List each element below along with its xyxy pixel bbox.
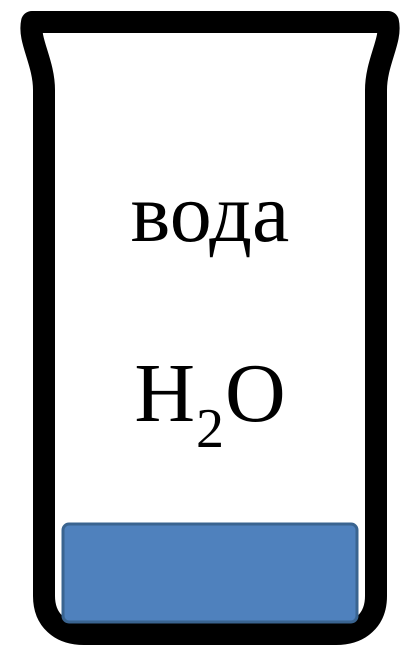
chemical-formula: H2O: [0, 352, 420, 458]
formula-element-o: O: [225, 347, 286, 440]
formula-element-h: H: [134, 347, 195, 440]
substance-name: вода: [130, 167, 290, 260]
beaker-outline: [20, 11, 400, 645]
formula-subscript: 2: [196, 398, 224, 460]
water-liquid: [61, 522, 359, 624]
